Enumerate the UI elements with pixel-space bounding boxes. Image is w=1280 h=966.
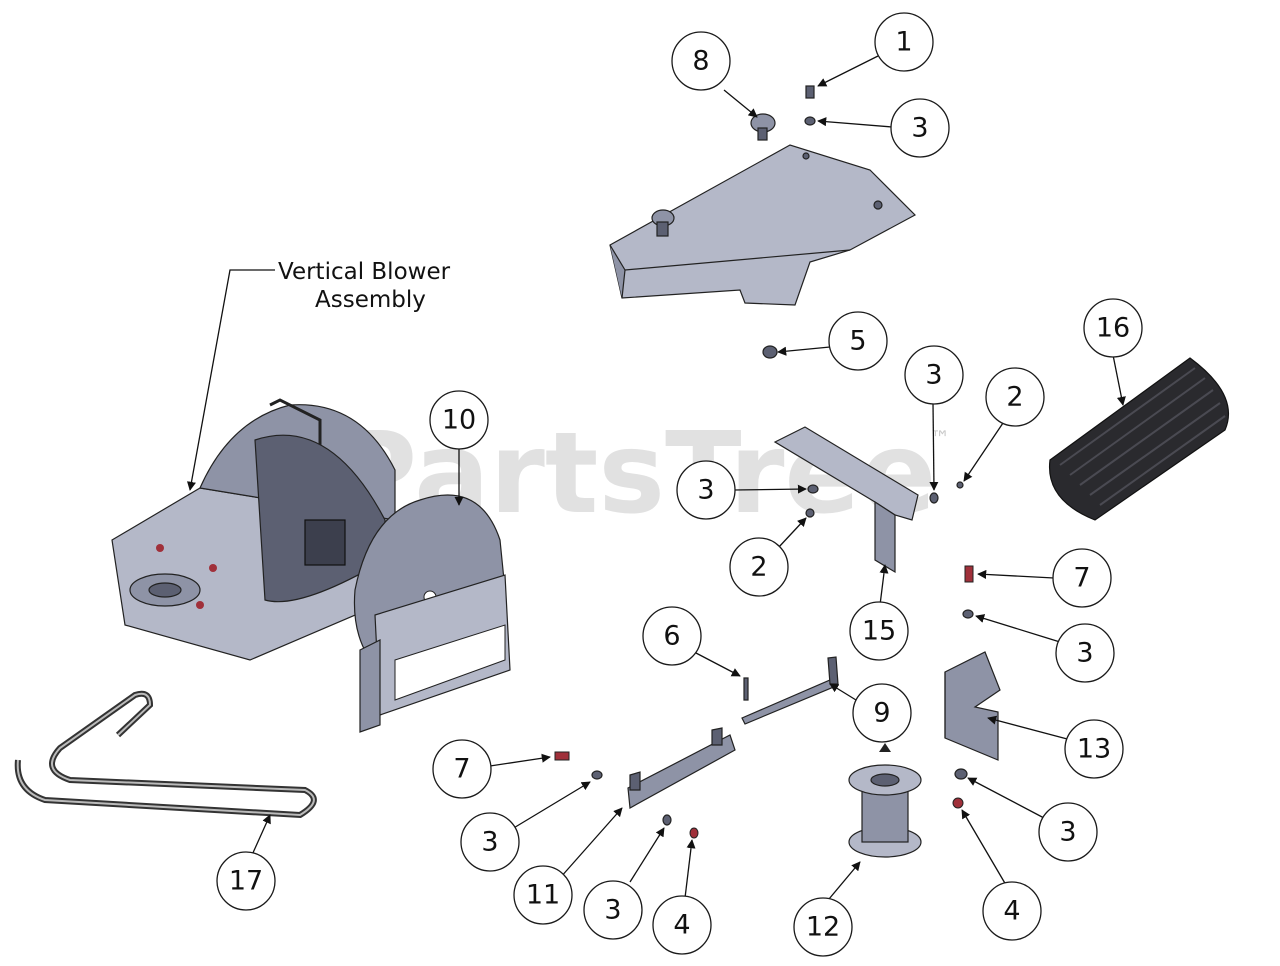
callout-part-3[interactable]: 3	[1055, 623, 1115, 683]
callout-part-9[interactable]: 9	[852, 683, 912, 743]
watermark-tm: ™	[930, 426, 950, 450]
part-6-pin	[743, 677, 749, 701]
callout-part-2[interactable]: 2	[729, 537, 789, 597]
svg-text:8: 8	[692, 46, 709, 77]
callout-part-8[interactable]: 8	[671, 31, 731, 91]
callout-part-17[interactable]: 17	[216, 851, 276, 911]
callout-part-4[interactable]: 4	[982, 881, 1042, 941]
part-1-bolt	[805, 85, 815, 99]
part-hardware-set-2	[952, 768, 968, 809]
leader-lines	[186, 55, 1126, 900]
svg-text:3: 3	[1059, 817, 1076, 848]
part-hardware-set-1	[805, 481, 974, 619]
svg-text:3: 3	[1076, 638, 1093, 669]
callout-part-3[interactable]: 3	[583, 880, 643, 940]
callout-part-7[interactable]: 7	[432, 739, 492, 799]
svg-text:3: 3	[481, 827, 498, 858]
svg-text:3: 3	[911, 113, 928, 144]
part-10-flange	[353, 494, 511, 733]
svg-text:2: 2	[750, 552, 767, 583]
callout-part-10[interactable]: 10	[429, 390, 489, 450]
svg-text:4: 4	[673, 910, 690, 941]
assembly-label-line1: Vertical Blower	[278, 259, 451, 285]
svg-text:16: 16	[1096, 313, 1130, 344]
callout-part-12[interactable]: 12	[793, 897, 853, 957]
svg-text:2: 2	[1006, 382, 1023, 413]
part-hardware-set-3	[554, 751, 699, 839]
svg-text:4: 4	[1003, 896, 1020, 927]
callout-part-6[interactable]: 6	[642, 606, 702, 666]
callout-part-1[interactable]: 1	[874, 12, 934, 72]
callout-part-2[interactable]: 2	[985, 367, 1045, 427]
callout-part-5[interactable]: 5	[828, 311, 888, 371]
svg-text:3: 3	[925, 360, 942, 391]
svg-text:12: 12	[806, 912, 840, 943]
svg-text:7: 7	[453, 754, 470, 785]
callout-part-15[interactable]: 15	[849, 601, 909, 661]
callout-part-3[interactable]: 3	[460, 812, 520, 872]
part-17-belt	[14, 690, 317, 819]
part-15-bracket	[773, 426, 919, 574]
part-9-rod	[741, 656, 839, 725]
svg-text:3: 3	[604, 895, 621, 926]
part-12-pulley	[848, 743, 922, 858]
part-blower-housing	[111, 398, 396, 661]
svg-text:6: 6	[663, 621, 680, 652]
svg-text:1: 1	[895, 27, 912, 58]
part-8-knob	[750, 113, 776, 141]
part-cover-plate	[609, 144, 916, 306]
svg-text:7: 7	[1073, 563, 1090, 594]
callout-part-3[interactable]: 3	[890, 98, 950, 158]
svg-text:9: 9	[873, 698, 890, 729]
callout-part-11[interactable]: 11	[513, 865, 573, 925]
svg-text:10: 10	[442, 405, 476, 436]
callouts: 1 8 3 5 16 3 2 3 2 15 10 7 3 6 9 13 7 3 …	[216, 12, 1143, 957]
callout-part-13[interactable]: 13	[1064, 719, 1124, 779]
callout-part-4[interactable]: 4	[652, 895, 712, 955]
callout-part-3[interactable]: 3	[1038, 802, 1098, 862]
assembly-label: Vertical Blower Assembly	[278, 259, 451, 313]
part-5-bolt	[762, 345, 778, 359]
part-11-bar	[627, 727, 736, 809]
callout-part-16[interactable]: 16	[1083, 298, 1143, 358]
part-16-filter	[1048, 357, 1229, 521]
part-13-bracket	[944, 651, 1001, 761]
svg-text:17: 17	[229, 866, 263, 897]
svg-text:11: 11	[526, 880, 560, 911]
part-3-washer-top	[804, 116, 816, 126]
svg-text:5: 5	[849, 326, 866, 357]
callout-part-3[interactable]: 3	[904, 345, 964, 405]
assembly-label-line2: Assembly	[315, 287, 426, 313]
svg-text:13: 13	[1077, 734, 1111, 765]
callout-part-3[interactable]: 3	[676, 460, 736, 520]
svg-text:15: 15	[862, 616, 896, 647]
callout-part-7[interactable]: 7	[1052, 548, 1112, 608]
svg-text:3: 3	[697, 475, 714, 506]
